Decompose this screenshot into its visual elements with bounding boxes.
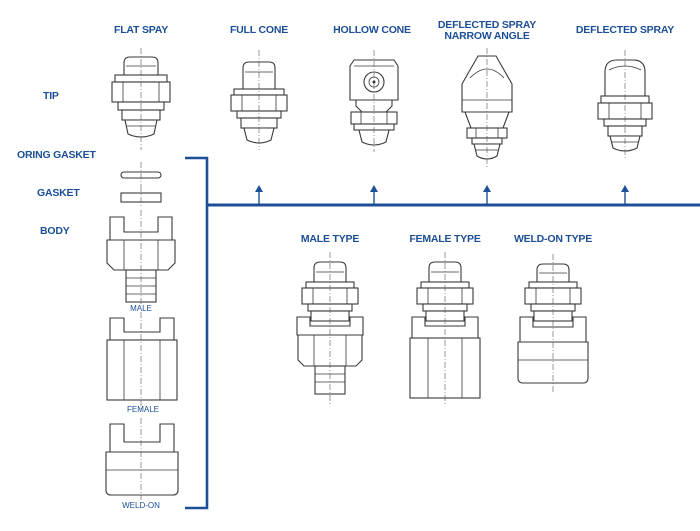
oring-gasket-drawing [120, 162, 162, 186]
header-deflected-narrow-line1: DEFLECTED SPRAY [437, 19, 537, 31]
header-hollow-cone: HOLLOW CONE [333, 24, 411, 36]
header-female-type: FEMALE TYPE [409, 233, 481, 245]
gasket-drawing [120, 186, 162, 208]
arrow-deflected-narrow [483, 185, 491, 204]
arrow-full-cone [255, 185, 263, 204]
label-tip: TIP [43, 90, 59, 102]
female-type-assembly-drawing [409, 252, 481, 406]
weld-on-type-assembly-drawing [517, 254, 589, 392]
connector-lines [185, 156, 700, 510]
deflected-spray-tip-drawing [597, 50, 653, 160]
header-deflected-narrow-line2: NARROW ANGLE [444, 30, 530, 42]
label-body: BODY [40, 225, 70, 237]
label-gasket: GASKET [37, 187, 80, 199]
header-deflected-narrow: DEFLECTED SPRAY NARROW ANGLE [438, 20, 536, 42]
arrow-deflected-spray [621, 185, 629, 204]
female-body-drawing [106, 312, 178, 410]
weld-on-body-drawing [105, 418, 179, 500]
male-type-assembly-drawing [296, 252, 364, 404]
deflected-narrow-tip-drawing [461, 48, 513, 168]
full-cone-tip-drawing [230, 50, 288, 150]
header-deflected-spray: DEFLECTED SPRAY [575, 24, 675, 36]
arrow-hollow-cone [370, 185, 378, 204]
header-male-type: MALE TYPE [300, 233, 360, 245]
header-flat-spray: FLAT SPAY [113, 24, 169, 36]
male-body-drawing [106, 210, 176, 305]
sublabel-weld-on: WELD-ON [122, 501, 160, 510]
hollow-cone-tip-drawing [349, 50, 399, 152]
body-bracket [185, 156, 209, 510]
sublabel-male: MALE [130, 304, 152, 313]
label-oring-gasket: ORING GASKET [17, 149, 96, 161]
flat-spray-tip-drawing [111, 48, 171, 150]
header-full-cone: FULL CONE [229, 24, 289, 36]
sublabel-female: FEMALE [126, 405, 160, 414]
header-weld-on-type: WELD-ON TYPE [513, 233, 593, 245]
